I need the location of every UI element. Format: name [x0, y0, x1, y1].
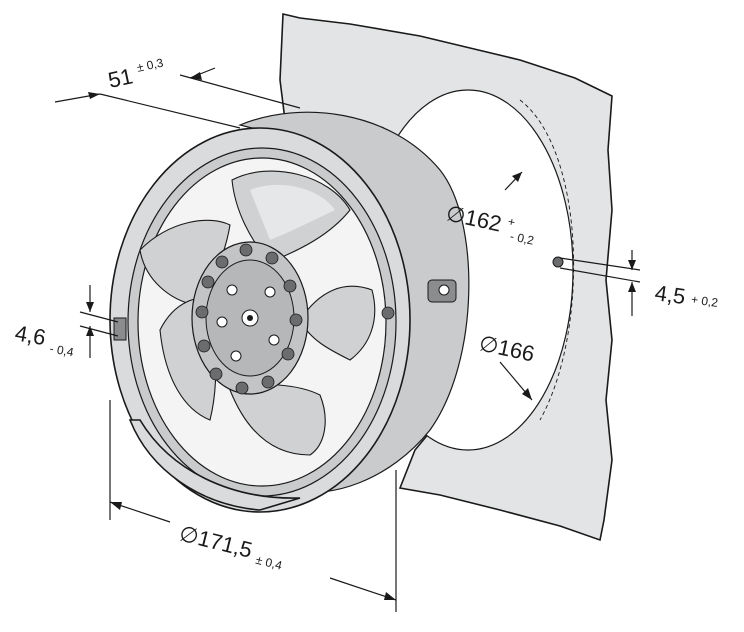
- diameter-1715-value: ∅171,5: [177, 521, 255, 563]
- svg-text:51 ± 0,3: 51 ± 0,3: [106, 55, 168, 92]
- svg-text:4,6 - 0,4: 4,6 - 0,4: [12, 320, 77, 359]
- diameter-162-tol-lower: - 0,2: [509, 229, 536, 248]
- depth-tolerance: ± 0,3: [136, 55, 165, 74]
- slot-value: 4,5: [653, 280, 687, 309]
- fan-hub: [191, 241, 309, 395]
- housing-hole-left: [113, 317, 127, 341]
- housing-bolt-right: [381, 306, 395, 320]
- hole-tolerance: - 0,4: [49, 341, 75, 359]
- diameter-162-tol-upper: +: [507, 214, 517, 229]
- slot-tolerance: + 0,2: [690, 292, 719, 310]
- svg-text:4,5 + 0,2: 4,5 + 0,2: [653, 280, 720, 314]
- diameter-1715-tolerance: ± 0,4: [254, 553, 284, 573]
- fan-blades: [139, 170, 376, 456]
- mounting-slot: [552, 256, 564, 268]
- depth-value: 51: [106, 63, 135, 93]
- hole-value: 4,6: [13, 320, 47, 350]
- dimension-lines: [54, 67, 641, 612]
- svg-text:∅171,5 ± 0,4: ∅171,5 ± 0,4: [176, 521, 287, 573]
